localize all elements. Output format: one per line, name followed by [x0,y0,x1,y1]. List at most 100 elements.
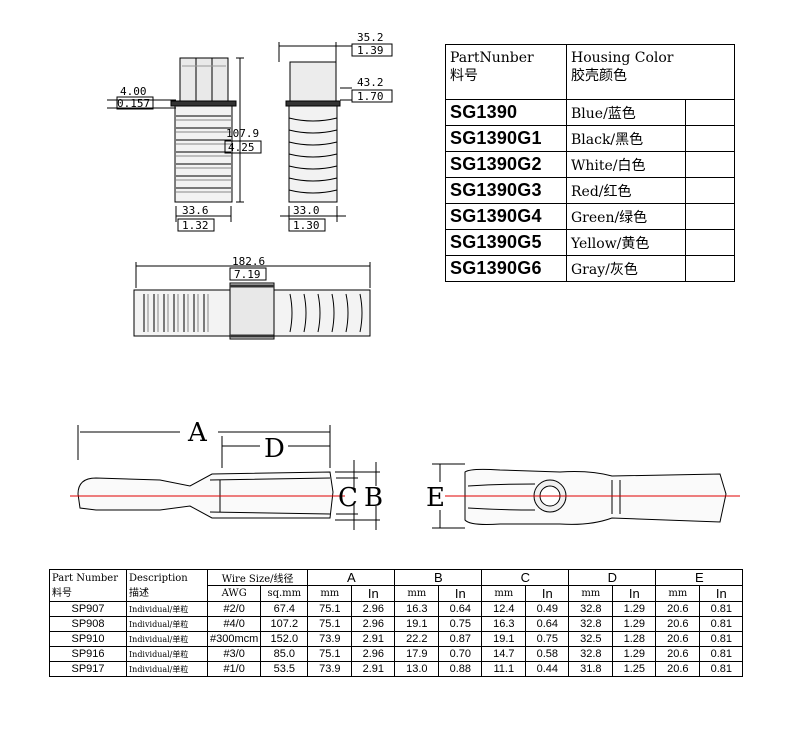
header-color-en: Housing Color [571,50,674,66]
cell-b-in: 0.88 [438,661,483,677]
assembled-view [133,282,371,340]
table-row: SP916 Individual/单粒 #3/0 85.0 75.1 2.96 … [49,646,744,662]
cell-a-mm: 75.1 [307,601,353,617]
part-number: SG1390G3 [445,177,567,204]
cell-b-mm: 22.2 [394,631,440,647]
header-e: E [655,569,744,586]
header-c: C [481,569,570,586]
header-e-in: In [699,585,744,602]
cell-sqmm: 152.0 [260,631,309,647]
empty-cell [685,229,735,256]
cell-a-in: 2.91 [351,661,396,677]
table-row: SP917 Individual/单粒 #1/0 53.5 73.9 2.91 … [49,661,744,677]
cell-b-mm: 17.9 [394,646,440,662]
cell-d-in: 1.29 [612,646,657,662]
cell-d-mm: 31.8 [568,661,614,677]
cell-desc: Individual/单粒 [126,616,208,632]
dim-letter-d: D [264,434,285,464]
empty-cell [685,203,735,230]
contact-top-view [77,471,334,519]
cell-awg: #4/0 [206,616,262,632]
dim-1.70-in: 1.70 [357,90,384,103]
empty-cell [685,125,735,152]
housing-color: Black/黑色 [566,125,686,152]
header-desc-en: Description [129,572,188,584]
dim-letter-c: C [338,483,358,513]
housing-color: Blue/蓝色 [566,99,686,126]
empty-cell [685,255,735,282]
header-description: Description 描述 [126,569,208,602]
cell-awg: #2/0 [206,601,262,617]
cell-b-in: 0.75 [438,616,483,632]
cell-a-in: 2.96 [351,646,396,662]
cell-b-mm: 19.1 [394,616,440,632]
dim-1.39-in: 1.39 [357,44,384,57]
cell-c-in: 0.44 [525,661,570,677]
dim-0.157-in: 0.157 [117,97,150,110]
header-b-in: In [438,585,483,602]
header-a-in: In [351,585,396,602]
part-number: SG1390G6 [445,255,567,282]
cell-e-in: 0.81 [699,661,744,677]
part-number: SG1390G5 [445,229,567,256]
cell-e-mm: 20.6 [655,661,701,677]
cell-e-in: 0.81 [699,616,744,632]
cell-b-mm: 13.0 [394,661,440,677]
cell-a-mm: 75.1 [307,616,353,632]
dim-33.0-mm: 33.0 [293,204,320,217]
cell-c-mm: 19.1 [481,631,527,647]
header-c-in: In [525,585,570,602]
header-a-mm: mm [307,585,353,602]
cell-awg: #3/0 [206,646,262,662]
cell-sqmm: 53.5 [260,661,309,677]
header-c-mm: mm [481,585,527,602]
cell-desc: Individual/单粒 [126,601,208,617]
cell-desc: Individual/单粒 [126,646,208,662]
cell-part: SP910 [49,631,127,647]
header-part-en: Part Number [52,572,118,584]
cell-c-in: 0.75 [525,631,570,647]
cell-d-in: 1.25 [612,661,657,677]
cell-c-mm: 14.7 [481,646,527,662]
cell-awg: #1/0 [206,661,262,677]
cell-e-mm: 20.6 [655,646,701,662]
header-part-cn: 料号 [52,587,72,599]
part-number: SG1390G2 [445,151,567,178]
cell-desc: Individual/单粒 [126,631,208,647]
dim-1.32-in: 1.32 [182,219,209,232]
cell-a-mm: 73.9 [307,661,353,677]
cell-part: SP908 [49,616,127,632]
cell-a-in: 2.96 [351,601,396,617]
cell-awg: #300mcm [206,631,262,647]
cell-sqmm: 85.0 [260,646,309,662]
dim-letter-e: E [426,483,445,513]
cell-b-in: 0.87 [438,631,483,647]
header-desc-cn: 描述 [129,587,149,599]
dim-letter-b: B [364,483,383,513]
empty-cell [685,151,735,178]
header-part-cn: 料号 [450,68,478,84]
table-row: SP910 Individual/单粒 #300mcm 152.0 73.9 2… [49,631,744,647]
cell-c-in: 0.49 [525,601,570,617]
table-row: SP908 Individual/单粒 #4/0 107.2 75.1 2.96… [49,616,744,632]
housing-color: White/白色 [566,151,686,178]
header-d: D [568,569,657,586]
empty-cell [685,177,735,204]
header-sqmm: sq.mm [260,585,309,602]
header-b: B [394,569,483,586]
dim-33.6-mm: 33.6 [182,204,209,217]
technical-drawing: 4.00 0.157 107.9 4.25 33.6 1.32 35.2 1.3… [70,31,740,530]
part-number: SG1390G4 [445,203,567,230]
cell-a-mm: 75.1 [307,646,353,662]
cell-d-in: 1.28 [612,631,657,647]
